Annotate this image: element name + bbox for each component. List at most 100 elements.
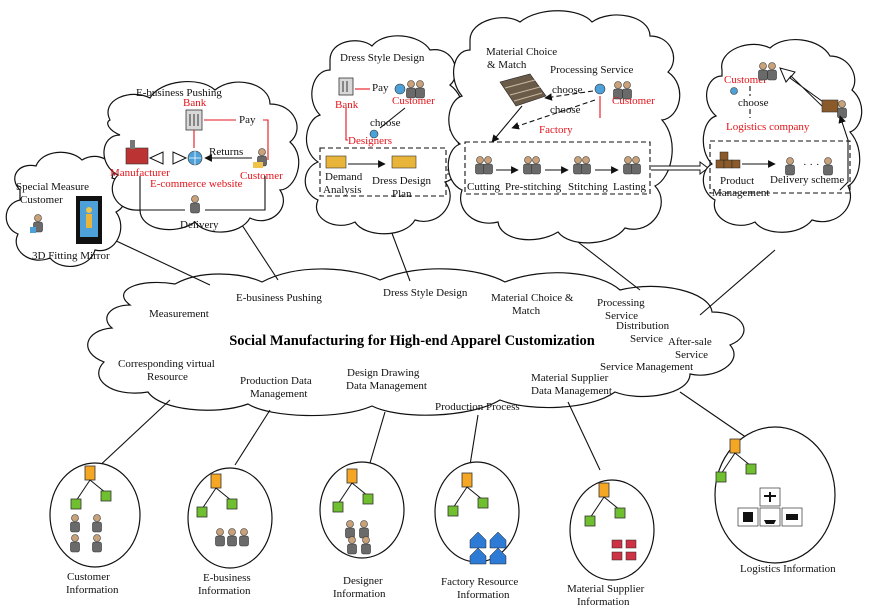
link-special-measure xyxy=(109,237,211,286)
product-label-1: Product xyxy=(720,175,754,187)
label-material-choice-2: Match xyxy=(512,305,541,317)
material-choose-1: choose xyxy=(552,84,583,96)
step-cutting: Cutting xyxy=(467,181,501,193)
dress-choose-label: choose xyxy=(370,117,401,129)
plan-label-2: Plan xyxy=(392,188,412,200)
logistics-company-label: Logistics company xyxy=(726,121,810,133)
label-processing-1: Processing xyxy=(597,297,645,309)
step-prestitching: Pre-stitching xyxy=(505,181,562,193)
dress-pay-label: Pay xyxy=(372,82,389,94)
factory-label: Factory xyxy=(539,124,573,136)
info-node-customer: Customer Information xyxy=(49,462,141,596)
info-node-ebusiness: E-business Information xyxy=(187,467,273,597)
material-info-1: Material Supplier xyxy=(567,583,645,595)
ebusiness-info-2: Information xyxy=(198,585,251,597)
material-info-2: Information xyxy=(577,596,630,608)
logistics-truck-icon xyxy=(821,99,847,119)
dress-globe-icon xyxy=(394,83,406,95)
customer-person-icon xyxy=(30,214,43,233)
transport-icons xyxy=(737,487,803,527)
product-boxes-icon xyxy=(715,151,741,169)
link-ebusiness xyxy=(239,221,279,281)
label-production-data-2: Management xyxy=(250,388,307,400)
factory-house-icons xyxy=(469,531,507,565)
info-node-logistics: Logistics Information xyxy=(714,426,836,575)
manufacturer-label: Manufacturer xyxy=(110,167,170,179)
label-distribution-2: Service xyxy=(630,333,663,345)
customer-info-1: Customer xyxy=(67,571,110,583)
logistics-customer-label: Customer xyxy=(724,74,767,86)
dress-bank-icon xyxy=(338,77,354,96)
factory-process-box xyxy=(464,141,651,195)
material-customer-label: Customer xyxy=(612,95,655,107)
dress-bank-label: Bank xyxy=(335,99,359,111)
demand-label-2: Analysis xyxy=(323,184,362,196)
special-measure-title-1: Special Measure xyxy=(16,181,89,193)
material-title-2: & Match xyxy=(487,59,527,71)
designers-label: Designers xyxy=(348,135,392,147)
label-aftersale-2: Service xyxy=(675,349,708,361)
website-globe-icon xyxy=(187,150,203,166)
processing-service-label: Processing Service xyxy=(550,64,634,76)
fitting-mirror-icon xyxy=(76,196,102,244)
info-node-material-supplier: Material Supplier Information xyxy=(567,479,655,608)
fitting-mirror-label: 3D Fitting Mirror xyxy=(32,250,110,262)
material-globe-icon xyxy=(594,83,606,95)
central-cloud xyxy=(87,268,745,417)
ebusiness-bank-label: Bank xyxy=(183,97,207,109)
info-node-factory: Factory Resource Information xyxy=(434,461,520,601)
fabric-swatch-icon xyxy=(499,73,547,107)
factory-info-1: Factory Resource xyxy=(441,576,518,588)
link-logistics-info xyxy=(679,391,751,441)
link-customer-info xyxy=(94,399,171,471)
returns-label: Returns xyxy=(209,146,243,158)
label-corresponding-1: Corresponding virtual xyxy=(118,358,215,370)
link-designer-info xyxy=(369,411,386,464)
label-aftersale-1: After-sale xyxy=(668,336,712,348)
cloud-logistics xyxy=(702,39,863,233)
label-corresponding-2: Resource xyxy=(147,371,188,383)
delivery-icon xyxy=(190,195,200,214)
link-logistics xyxy=(699,249,776,316)
ebusiness-title: E-business Pushing xyxy=(136,87,222,99)
ebusiness-pay-label: Pay xyxy=(239,114,256,126)
dress-process-box xyxy=(319,147,447,197)
svg-text:· · ·: · · · xyxy=(803,159,820,171)
demand-analysis-icon xyxy=(325,155,347,169)
info-node-designer: Designer Information xyxy=(319,461,405,600)
customer-info-2: Information xyxy=(66,584,119,596)
factory-icon xyxy=(125,140,149,165)
plan-label-1: Dress Design xyxy=(372,175,431,187)
label-dress-style-design: Dress Style Design xyxy=(383,287,468,299)
dress-customer-label: Customer xyxy=(392,95,435,107)
link-material-info xyxy=(567,401,601,471)
logistics-choose-label: choose xyxy=(738,97,769,109)
logistics-globe-icon xyxy=(730,87,738,95)
ebusiness-info-1: E-business xyxy=(203,572,251,584)
main-title: Social Manufacturing for High-end Appare… xyxy=(229,333,595,349)
link-factory-info xyxy=(469,414,479,466)
link-ebusiness-info xyxy=(234,409,271,466)
logistics-info-label: Logistics Information xyxy=(740,563,836,575)
label-design-drawing-2: Data Management xyxy=(346,380,427,392)
ebusiness-customer-label: Customer xyxy=(240,170,283,182)
design-plan-icon xyxy=(391,155,417,169)
delivery-label: Delivery xyxy=(180,219,219,231)
label-processing-2: Service xyxy=(605,310,638,322)
cloud-material xyxy=(447,10,681,244)
material-title-1: Material Choice xyxy=(486,46,557,58)
ebusiness-customer-icon xyxy=(253,148,267,168)
delivery-scheme-label: Delivery scheme xyxy=(770,174,844,186)
designer-info-2: Information xyxy=(333,588,386,600)
label-production-process: Production Process xyxy=(435,401,520,413)
dress-title: Dress Style Design xyxy=(340,52,425,64)
label-material-supplier-2: Data Management xyxy=(531,385,612,397)
logistics-hollow-arrow xyxy=(779,67,827,112)
label-material-supplier-1: Material Supplier xyxy=(531,372,609,384)
product-label-2: Management xyxy=(712,187,769,199)
label-ebusiness-pushing: E-business Pushing xyxy=(236,292,322,304)
ecommerce-website-label: E-commerce website xyxy=(150,178,243,190)
label-design-drawing-1: Design Drawing xyxy=(347,367,420,379)
step-lasting: Lasting xyxy=(613,181,646,193)
special-measure-title-2: Customer xyxy=(20,194,63,206)
